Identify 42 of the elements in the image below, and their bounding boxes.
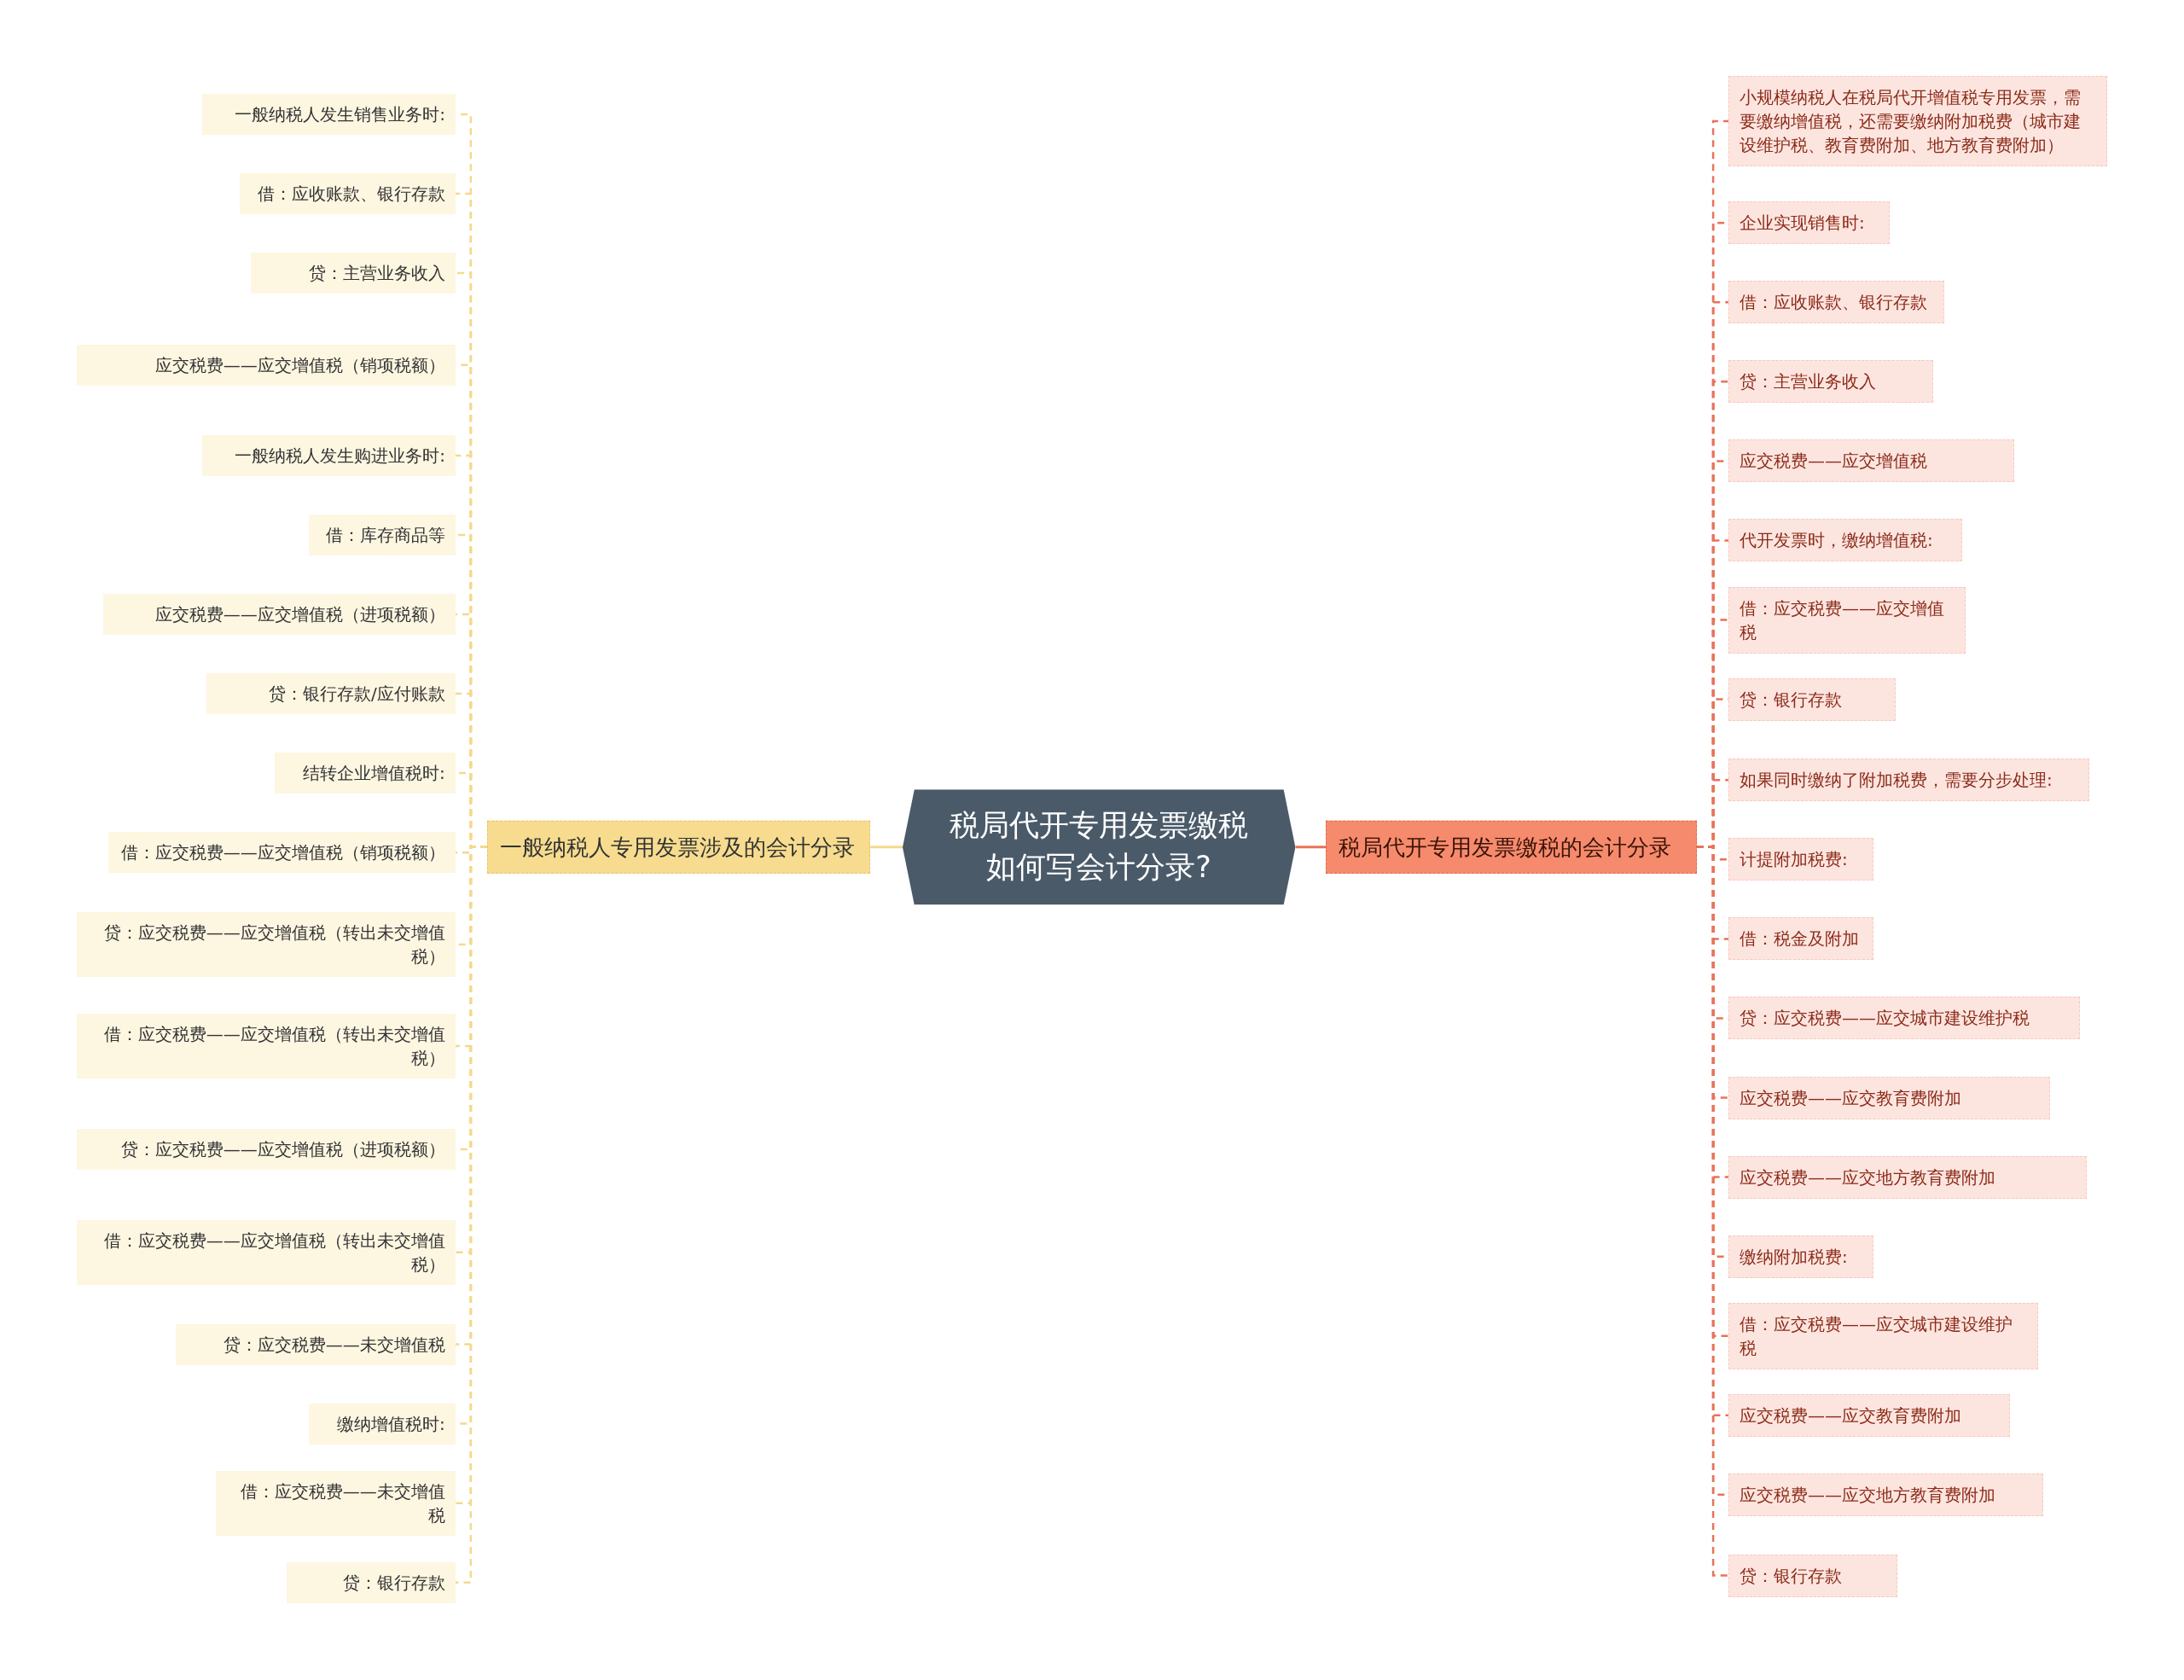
entry-box: 缴纳增值税时: (309, 1403, 456, 1445)
entry-box: 借：应交税费——应交增值税（转出未交增值税） (76, 1014, 456, 1079)
entry-box: 贷：银行存款 (1728, 1554, 1897, 1597)
entry-box: 小规模纳税人在税局代开增值税专用发票，需要缴纳增值税，还需要缴纳附加税费（城市建设维护税、教育费附加、地方教育费附加） (1728, 76, 2108, 167)
connector-line (1295, 846, 1327, 849)
entry-box: 借：应收账款、银行存款 (1728, 281, 1945, 324)
entry-box: 贷：主营业务收入 (250, 253, 456, 294)
entry-box: 应交税费——应交增值税 (1728, 439, 2014, 483)
entry-box: 贷：银行存款/应付账款 (206, 673, 456, 715)
entry-box: 贷：应交税费——未交增值税 (175, 1323, 456, 1365)
entry-box: 缴纳附加税费: (1728, 1235, 1873, 1278)
entry-box: 贷：主营业务收入 (1728, 360, 1934, 404)
entry-box: 贷：银行存款 (287, 1561, 456, 1603)
entry-box: 应交税费——应交增值税（销项税额） (76, 344, 456, 386)
entry-box: 借：应收账款、银行存款 (239, 172, 456, 214)
entry-box: 借：应交税费——应交城市建设维护税 (1728, 1302, 2038, 1369)
entry-box: 一般纳税人发生购进业务时: (201, 434, 456, 476)
entry-box: 借：应交税费——应交增值税 (1728, 586, 1966, 654)
entry-box: 一般纳税人发生销售业务时: (201, 93, 456, 135)
entry-box: 贷：应交税费——应交城市建设维护税 (1728, 997, 2080, 1040)
entry-box: 贷：应交税费——应交增值税（进项税额） (76, 1128, 456, 1170)
entry-box: 计提附加税费: (1728, 838, 1873, 881)
entry-box: 应交税费——应交教育费附加 (1728, 1076, 2051, 1119)
entry-box: 借：库存商品等 (309, 514, 456, 555)
entry-box: 应交税费——应交地方教育费附加 (1728, 1473, 2044, 1516)
entry-box: 应交税费——应交增值税（进项税额） (102, 594, 456, 635)
entry-box: 如果同时缴纳了附加税费，需要分步处理: (1728, 759, 2089, 802)
entry-box: 贷：应交税费——应交增值税（转出未交增值税） (76, 911, 456, 977)
entry-box: 借：应交税费——未交增值税 (216, 1470, 456, 1536)
entry-box: 贷：银行存款 (1728, 677, 1896, 721)
entry-box: 应交税费——应交地方教育费附加 (1728, 1155, 2087, 1199)
branch-topic: 税局代开专用发票缴税的会计分录 (1326, 820, 1697, 874)
connector-line (870, 846, 903, 849)
entry-box: 应交税费——应交教育费附加 (1728, 1393, 2010, 1437)
entry-box: 结转企业增值税时: (274, 753, 456, 794)
entry-box: 企业实现销售时: (1728, 201, 1891, 245)
central-topic: 税局代开专用发票缴税如何写会计分录? (902, 788, 1296, 905)
entry-box: 借：应交税费——应交增值税（销项税额） (108, 832, 456, 874)
entry-box: 借：应交税费——应交增值税（转出未交增值税） (76, 1219, 456, 1285)
entry-box: 代开发票时，缴纳增值税: (1728, 519, 1963, 562)
entry-box: 借：税金及附加 (1728, 917, 1873, 961)
branch-topic: 一般纳税人专用发票涉及的会计分录 (487, 820, 871, 874)
